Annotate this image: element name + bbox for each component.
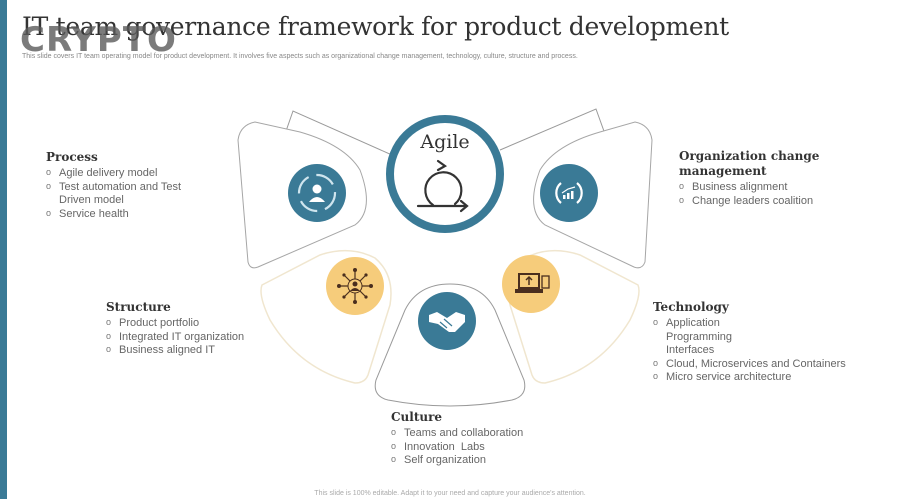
process-block: Process Agile delivery model Test automa…: [46, 150, 206, 221]
handshake-icon: [418, 292, 476, 350]
list-item: Service health: [46, 207, 206, 222]
technology-list: Application Programming Interfaces Cloud…: [653, 316, 863, 385]
org-change-title: Organization change management: [679, 149, 820, 178]
list-item: Change leaders coalition: [679, 194, 829, 209]
list-item: Innovation Labs: [391, 440, 561, 455]
list-item: Cloud, Microservices and Containers: [653, 357, 863, 372]
process-title: Process: [46, 150, 98, 164]
agile-cycle-icon: [416, 159, 469, 213]
list-item: Application Programming Interfaces: [653, 316, 776, 358]
technology-block: Technology Application Programming Inter…: [653, 300, 846, 385]
process-list: Agile delivery model Test automation and…: [46, 166, 206, 222]
list-item: Teams and collaboration: [391, 426, 561, 441]
list-item: Product portfolio: [106, 316, 276, 331]
growth-chart-cycle-icon: [540, 164, 598, 222]
top-left-connector: [284, 110, 393, 156]
list-item: Micro service architecture: [653, 370, 863, 385]
network-user-icon: [326, 257, 384, 315]
structure-block: Structure Product portfolio Integrated I…: [106, 300, 276, 358]
org-change-list: Business alignment Change leaders coalit…: [679, 180, 829, 209]
laptop-upload-icon: [502, 255, 560, 313]
org-change-block: Organization change management Business …: [679, 149, 829, 208]
agile-label: Agile: [420, 131, 470, 153]
list-item: Agile delivery model: [46, 166, 206, 181]
structure-title: Structure: [106, 300, 171, 314]
watermark: CRYPTO: [20, 20, 177, 60]
agile-center: [386, 115, 504, 233]
culture-title: Culture: [391, 410, 443, 424]
technology-title: Technology: [653, 300, 729, 314]
list-item: Business aligned IT: [106, 343, 276, 358]
list-item: Test automation and Test Driven model: [46, 180, 206, 208]
user-cycle-icon: [288, 164, 346, 222]
culture-list: Teams and collaboration Innovation Labs …: [391, 426, 561, 468]
left-accent-bar: [0, 0, 7, 499]
culture-block: Culture Teams and collaboration Innovati…: [391, 410, 561, 468]
page-subtitle: This slide covers IT team operating mode…: [22, 53, 578, 60]
list-item: Self organization: [391, 453, 561, 468]
list-item: Integrated IT organization: [106, 330, 276, 345]
list-item: Business alignment: [679, 180, 829, 195]
page-title: IT team governance framework for product…: [22, 12, 729, 41]
top-right-connector: [499, 108, 606, 151]
structure-list: Product portfolio Integrated IT organiza…: [106, 316, 276, 358]
footer-note: This slide is 100% editable. Adapt it to…: [314, 490, 586, 497]
